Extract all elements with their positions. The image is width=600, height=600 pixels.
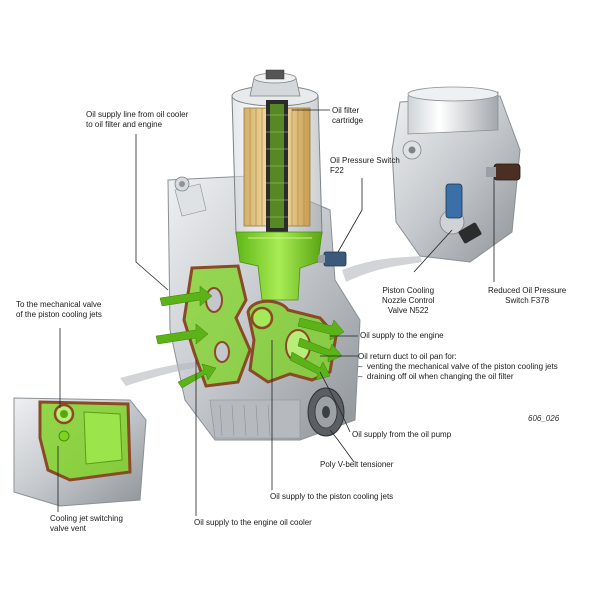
- label-oil-supply-engine: Oil supply to the engine: [360, 331, 444, 340]
- return-duct-block: Oil return duct to oil pan for: – ventin…: [358, 352, 558, 382]
- label-oil-pressure-switch-f22: Oil Pressure Switch F22: [330, 156, 400, 175]
- label-reduced-pressure-switch: Reduced Oil Pressure Switch F378: [488, 286, 567, 305]
- label-oil-supply-cooler: Oil supply to the engine oil cooler: [194, 518, 312, 527]
- return-item-text: venting the mechanical valve of the pist…: [366, 362, 558, 371]
- inset-vent-connector: [120, 362, 196, 386]
- label-oil-filter-cartridge: Oil filter cartridge: [332, 106, 364, 125]
- inset-vent: [13, 397, 147, 507]
- inset-sensors: [391, 86, 521, 263]
- return-item: – draining off oil when changing the oil…: [358, 372, 514, 381]
- oil-flow-column: [235, 231, 323, 301]
- figure-number: 606_026: [528, 414, 560, 423]
- oil-pressure-switch-f22: [318, 251, 347, 267]
- label-mechanical-valve: To the mechanical valve of the piston co…: [16, 300, 102, 319]
- belt-tensioner: [307, 387, 345, 437]
- inset-connector: [342, 256, 422, 282]
- label-oil-supply-jets: Oil supply to the piston cooling jets: [270, 492, 394, 501]
- label-oil-supply-pump: Oil supply from the oil pump: [352, 430, 452, 439]
- leader-lines: [57, 109, 495, 516]
- label-belt-tensioner: Poly V-belt tensioner: [320, 460, 394, 469]
- return-item: – venting the mechanical valve of the pi…: [358, 362, 558, 371]
- label-oil-supply-line: Oil supply line from oil cooler to oil f…: [86, 110, 189, 129]
- oil-filter-cartridge: [243, 100, 311, 232]
- label-nozzle-control-valve: Piston Cooling Nozzle Control Valve N522: [382, 286, 435, 315]
- return-item-text: draining off oil when changing the oil f…: [366, 372, 514, 381]
- reduced-oil-pressure-switch-f378: [486, 163, 521, 181]
- label-vent: Cooling jet switching valve vent: [50, 514, 123, 533]
- nozzle-control-valve-n522: [445, 183, 482, 244]
- label-return-duct: Oil return duct to oil pan for:: [358, 352, 457, 361]
